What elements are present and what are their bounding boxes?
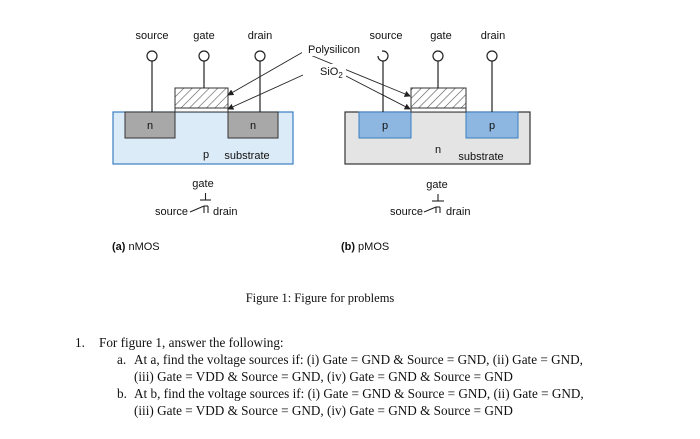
sio2-callout: SiO2 [320, 66, 343, 80]
pmos-substrate-word: substrate [458, 151, 503, 163]
nmos-right-well-label: n [250, 120, 256, 132]
question-number: 1. [75, 335, 85, 350]
pmos-gate-oxide [410, 107, 467, 113]
nmos-left-well-label: n [147, 120, 153, 132]
mos-transistor-figure: source gate drain n n p substrate gate s… [112, 30, 531, 253]
pmos-drain-terminal [486, 50, 498, 62]
pmos-cross-section: source gate drain p p n substrate [344, 30, 531, 165]
nmos-symbol-source-label: source [155, 206, 188, 218]
part-a-letter: a. [117, 352, 127, 367]
question-intro: For figure 1, answer the following: [99, 335, 284, 350]
pmos-drain-label: drain [481, 30, 505, 42]
polysilicon-callout: Polysilicon [308, 44, 360, 56]
pmos-source-label: source [369, 30, 402, 42]
nmos-substrate-type: p [203, 149, 209, 161]
part-a-line-2: (iii) Gate = VDD & Source = GND, (iv) Ga… [134, 369, 513, 384]
figure-caption: Figure 1: Figure for problems [245, 291, 395, 305]
nmos-left-n-well [124, 111, 176, 139]
part-b-line-2: (iii) Gate = VDD & Source = GND, (iv) Ga… [134, 403, 513, 418]
nmos-cross-section: source gate drain n n p substrate [112, 30, 294, 165]
question-1: 1. For figure 1, answer the following: [75, 334, 675, 351]
pmos-symbol-drain-label: drain [446, 206, 470, 218]
nmos-drain-label: drain [248, 30, 272, 42]
pmos-gate-terminal [432, 50, 444, 62]
nmos-polysilicon-gate [174, 87, 229, 109]
part-b-line-1: At b, find the voltage sources if: (i) G… [134, 386, 584, 401]
problem-list: 1. For figure 1, answer the following: a… [75, 334, 675, 419]
nmos-gate-oxide [174, 107, 229, 113]
pmos-left-well-label: p [382, 120, 388, 132]
question-part-b: b. At b, find the voltage sources if: (i… [117, 385, 675, 419]
pmos-substrate-type: n [435, 144, 441, 156]
nmos-gate-terminal [198, 50, 210, 62]
pmos-symbol [423, 194, 444, 213]
pmos-figure-label: (b)pMOS [341, 241, 389, 253]
question-part-a: a. At a, find the voltage sources if: (i… [117, 351, 675, 385]
nmos-source-terminal [146, 50, 158, 62]
pmos-right-well-label: p [489, 120, 495, 132]
nmos-source-label: source [135, 30, 168, 42]
nmos-symbol [189, 193, 211, 213]
pmos-polysilicon-gate [410, 87, 467, 109]
pmos-symbol-source-label: source [390, 206, 423, 218]
nmos-figure-label: (a)nMOS [112, 241, 160, 253]
pmos-gate-label: gate [430, 30, 451, 42]
pmos-left-p-well [358, 111, 412, 139]
nmos-right-n-well [227, 111, 279, 139]
nmos-symbol-drain-label: drain [213, 206, 237, 218]
pmos-symbol-gate-label: gate [426, 179, 447, 191]
callout-lines [227, 51, 411, 110]
nmos-gate-label: gate [193, 30, 214, 42]
nmos-drain-terminal [254, 50, 266, 62]
part-a-line-1: At a, find the voltage sources if: (i) G… [134, 352, 583, 367]
nmos-symbol-gate-label: gate [192, 178, 213, 190]
nmos-substrate-word: substrate [224, 150, 269, 162]
part-b-letter: b. [117, 386, 127, 401]
